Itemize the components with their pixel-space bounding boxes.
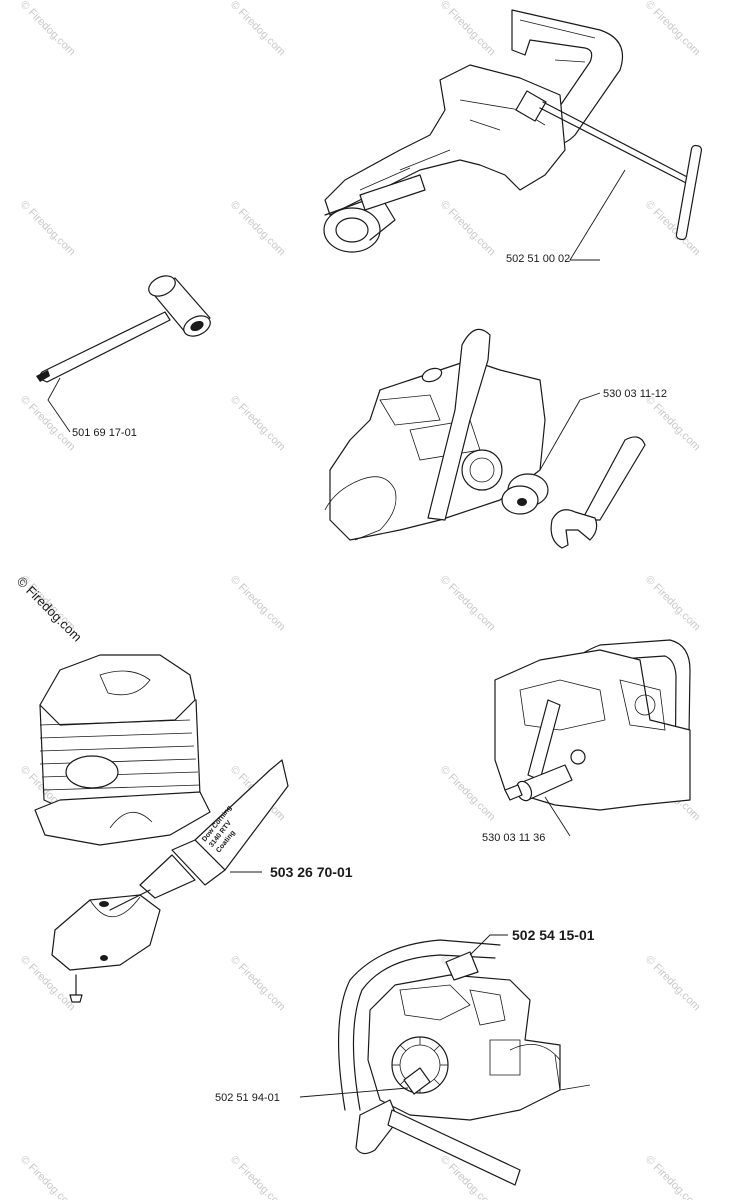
watermark-text: © Firedog.com <box>18 1154 78 1200</box>
watermark-text: © Firedog.com <box>228 394 288 454</box>
part-number-530-03-11-12: 530 03 11-12 <box>603 388 667 400</box>
watermark-text: © Firedog.com <box>18 0 78 58</box>
piston-stop-illustration <box>494 639 691 837</box>
watermark-text: © Firedog.com <box>18 394 78 454</box>
part-number-503-26-70-01: 503 26 70-01 <box>270 864 353 880</box>
watermark-text: © Firedog.com <box>228 574 288 634</box>
watermark-text: © Firedog.com <box>643 574 703 634</box>
watermark-text: © Firedog.com <box>643 954 703 1014</box>
watermark-text: © Firedog.com <box>438 574 498 634</box>
watermark-text: © Firedog.com <box>643 394 703 454</box>
part-number-502-51-00-02: 502 51 00 02 <box>506 253 570 265</box>
watermark-text: © Firedog.com <box>643 0 703 58</box>
copyright-notice: © Firedog.com <box>14 574 85 645</box>
part-number-502-54-15-01: 502 54 15-01 <box>512 927 595 943</box>
watermark-text: © Firedog.com <box>18 199 78 259</box>
part-number-501-69-17-01: 501 69 17-01 <box>72 427 137 439</box>
flywheel-puller-illustration <box>299 934 591 1186</box>
watermark-text: © Firedog.com <box>438 199 498 259</box>
clutch-tool-illustration <box>324 328 646 549</box>
watermark-text: © Firedog.com <box>438 764 498 824</box>
watermark-text: © Firedog.com <box>438 0 498 58</box>
rear-handle-illustration <box>323 9 703 261</box>
combination-wrench-illustration <box>36 275 211 433</box>
watermark-text: © Firedog.com <box>228 954 288 1014</box>
watermark-text: © Firedog.com <box>643 199 703 259</box>
watermark-text: © Firedog.com <box>228 0 288 58</box>
watermark-text: © Firedog.com <box>228 1154 288 1200</box>
watermark-text: © Firedog.com <box>643 1154 703 1200</box>
part-number-530-03-11-36: 530 03 11 36 <box>482 832 545 844</box>
watermark-text: © Firedog.com <box>228 199 288 259</box>
cylinder-sealant-illustration: Dow Corning 3140 RTV Coating <box>34 654 289 1003</box>
part-number-502-51-94-01: 502 51 94-01 <box>215 1092 280 1104</box>
